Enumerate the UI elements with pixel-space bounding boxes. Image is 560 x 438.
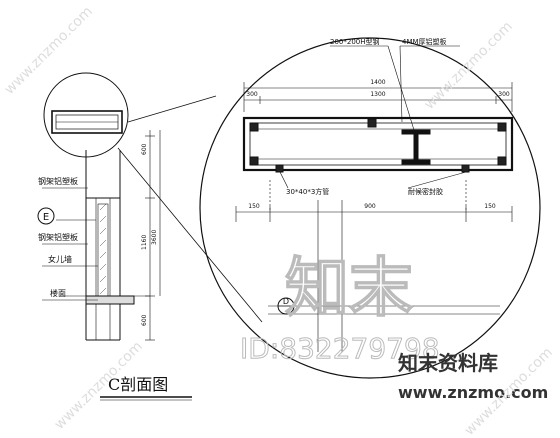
dim-detail-b: 1300: [370, 91, 385, 98]
zoom-connector: [117, 95, 263, 323]
label-al-panel-1: 钢架铝塑板: [38, 176, 78, 186]
panel-assembly: [242, 116, 514, 173]
detail-dimensions-bottom: [235, 180, 513, 352]
label-square-tube: 30*40*3方管: [286, 187, 329, 196]
callout-d: D: [277, 297, 295, 315]
detail-dimensions-top: [243, 82, 513, 112]
right-detail-circle: [199, 37, 541, 379]
callout-e-text: E: [43, 212, 49, 223]
watermark-site-cn: 知末资料库: [398, 351, 498, 375]
watermark-diag-3: www.znzmo.com: [422, 18, 516, 112]
watermark-diag-1: www.znzmo.com: [2, 3, 96, 97]
callout-d-text: D: [283, 297, 289, 306]
dim-detail-r: 150: [484, 203, 496, 210]
dim-detail-bottom: 900: [364, 203, 376, 210]
dim-left-total: 3600: [151, 230, 158, 245]
watermark-zhimo: 知末: [285, 252, 413, 326]
label-h-steel: 200*200H型钢: [330, 37, 380, 46]
left-detail-circle: [43, 72, 129, 158]
dim-detail-c: 300: [498, 91, 510, 98]
label-parapet: 女儿墙: [48, 254, 72, 264]
detail-leaders: [279, 45, 467, 189]
dim-left-mid: 1160: [141, 235, 148, 250]
watermark-id: ID:832279798: [240, 332, 440, 365]
dim-detail-l: 150: [248, 203, 260, 210]
left-section: [42, 150, 150, 341]
drawing-title-group: C剖面图: [100, 375, 192, 401]
drawing-title: C剖面图: [108, 375, 168, 394]
dim-detail-a: 300: [246, 91, 258, 98]
dim-left-top: 600: [141, 143, 148, 155]
left-dimensions: [145, 130, 161, 341]
watermark-site-url: www.znzmo.com: [398, 383, 548, 402]
label-floor: 楼面: [50, 288, 66, 298]
callout-e: E: [37, 207, 55, 225]
dim-detail-total: 1400: [370, 79, 385, 86]
label-al-panel-2: 钢架铝塑板: [38, 232, 78, 242]
label-sealant: 耐候密封胶: [408, 187, 443, 196]
label-panel-top: 4MM厚铝塑板: [402, 37, 447, 46]
dim-left-bottom: 600: [141, 314, 148, 326]
